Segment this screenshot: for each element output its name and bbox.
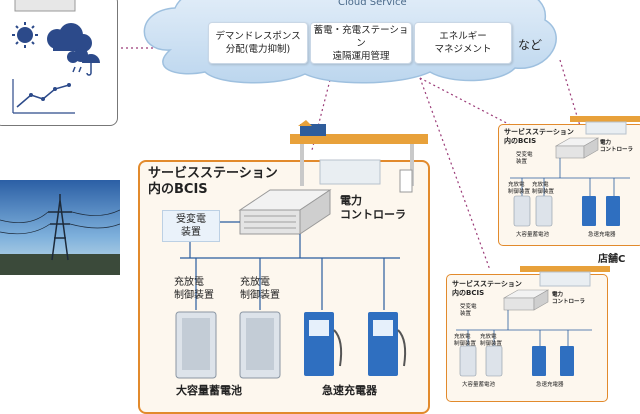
service-demand-response: デマンドレスポンス 分配(電力抑制) bbox=[208, 22, 308, 64]
label-line: 制御装置 bbox=[532, 189, 555, 195]
label-line: 制御装置 bbox=[480, 341, 503, 347]
store-c-title: サービスステーション 内のBCIS bbox=[504, 128, 574, 146]
label-line: 充放電 bbox=[508, 182, 525, 188]
label-line: 受変電 bbox=[516, 152, 533, 158]
power-grid-photo bbox=[0, 180, 120, 275]
label-line: 制御装置 bbox=[174, 290, 214, 301]
label-line: 制御装置 bbox=[508, 189, 531, 195]
battery-unit-icon bbox=[175, 311, 217, 379]
cloud-icon bbox=[47, 23, 92, 52]
battery-label: 大容量蓄電池 bbox=[516, 232, 550, 238]
label-line: コントローラ bbox=[600, 147, 634, 153]
weather-illustration bbox=[12, 0, 100, 114]
label-line: 受変電 bbox=[460, 304, 477, 310]
service-remote-management: 蓄電・充電ステーション 遠隔運用管理 bbox=[310, 22, 412, 64]
cloud-title: Cloud Service bbox=[338, 0, 407, 8]
gas-station-illustration bbox=[290, 120, 428, 193]
label-line: コントローラ bbox=[340, 208, 406, 221]
power-controller-label: 電力 コントローラ bbox=[552, 292, 585, 306]
power-controller-server-icon bbox=[502, 289, 550, 311]
fast-charger-icon bbox=[560, 346, 574, 376]
service-line: エネルギー bbox=[439, 31, 487, 42]
title-line: サービスステーション bbox=[504, 128, 574, 136]
charger-control-label: 充放電 制御装置 bbox=[532, 182, 554, 196]
store-c-diagram bbox=[510, 116, 640, 227]
label-line: 装置 bbox=[460, 311, 472, 317]
line-graph-icon bbox=[12, 79, 75, 114]
label-line: 充放電 bbox=[532, 182, 549, 188]
wiring bbox=[510, 158, 630, 196]
gas-station-illustration bbox=[570, 116, 640, 135]
title-line: サービスステーション bbox=[452, 280, 522, 288]
fast-charger-icon bbox=[304, 312, 343, 376]
fast-charger-icon bbox=[368, 312, 407, 376]
power-controller-label: 電力 コントローラ bbox=[600, 140, 633, 154]
fast-charger-label: 急速充電器 bbox=[322, 384, 377, 397]
battery-unit-icon bbox=[459, 345, 477, 377]
fast-charger-icon bbox=[532, 346, 546, 376]
service-line: 蓄電・充電ステーション bbox=[313, 24, 409, 49]
fast-charger-label: 急速充電器 bbox=[588, 232, 616, 238]
label-line: コントローラ bbox=[552, 299, 586, 305]
server-unit-icon bbox=[14, 0, 76, 12]
fast-charger-icon bbox=[582, 196, 596, 226]
service-energy-management: エネルギー マネジメント bbox=[414, 22, 512, 64]
weather-panel bbox=[0, 0, 118, 126]
label-line: 受変電 bbox=[176, 214, 206, 225]
substation-label: 受変電 装置 bbox=[516, 152, 533, 166]
label-line: 充放電 bbox=[480, 334, 497, 340]
battery-unit-icon bbox=[535, 195, 553, 227]
service-line: 遠隔運用管理 bbox=[332, 50, 390, 62]
power-controller-label: 電力 コントローラ bbox=[340, 194, 406, 222]
title-line: 内のBCIS bbox=[504, 137, 537, 145]
title-line: 内のBCIS bbox=[452, 289, 485, 297]
service-line: マネジメント bbox=[434, 44, 492, 55]
gas-station-illustration bbox=[520, 266, 610, 287]
wiring bbox=[180, 221, 400, 310]
title-line: 内のBCIS bbox=[148, 182, 208, 197]
main-panel-title: サービスステーション 内のBCIS bbox=[148, 166, 278, 198]
service-line: 分配(電力抑制) bbox=[225, 44, 291, 55]
power-controller-server-icon bbox=[554, 137, 600, 159]
substation-label: 受変電 装置 bbox=[460, 304, 477, 318]
transmission-tower-icon bbox=[48, 194, 72, 261]
label-line: 充放電 bbox=[454, 334, 471, 340]
charger-control-label: 充放電 制御装置 bbox=[480, 334, 502, 348]
main-station-diagram bbox=[175, 120, 428, 379]
battery-unit-icon bbox=[239, 311, 281, 379]
battery-unit-icon bbox=[485, 345, 503, 377]
charger-control-label: 充放電 制御装置 bbox=[174, 276, 214, 302]
etc-label: など bbox=[518, 38, 543, 52]
label-line: 電力 bbox=[340, 194, 362, 207]
label-line: 制御装置 bbox=[240, 290, 280, 301]
store-d-title: サービスステーション 内のBCIS bbox=[452, 280, 522, 298]
label-line: 制御装置 bbox=[454, 341, 477, 347]
label-line: 電力 bbox=[600, 140, 612, 146]
power-controller-server-icon bbox=[238, 189, 332, 235]
title-line: サービスステーション bbox=[148, 166, 278, 181]
label-line: 装置 bbox=[516, 159, 528, 165]
label-line: 装置 bbox=[181, 227, 201, 238]
battery-label: 大容量蓄電池 bbox=[176, 384, 242, 397]
label-line: 電力 bbox=[552, 292, 564, 298]
service-line: デマンドレスポンス bbox=[215, 31, 301, 42]
fast-charger-label: 急速充電器 bbox=[536, 382, 564, 388]
umbrella-icon bbox=[82, 54, 100, 76]
store-d-diagram bbox=[456, 266, 610, 377]
battery-label: 大容量蓄電池 bbox=[462, 382, 496, 388]
substation-label: 受変電 装置 bbox=[162, 210, 220, 242]
label-line: 充放電 bbox=[174, 277, 204, 288]
charger-control-label: 充放電 制御装置 bbox=[508, 182, 530, 196]
label-line: 充放電 bbox=[240, 277, 270, 288]
charger-control-label: 充放電 制御装置 bbox=[454, 334, 476, 348]
fast-charger-icon bbox=[606, 196, 620, 226]
store-c-label: 店舗C bbox=[598, 254, 626, 265]
wiring bbox=[456, 310, 592, 346]
charger-control-label: 充放電 制御装置 bbox=[240, 276, 280, 302]
battery-unit-icon bbox=[513, 195, 531, 227]
sun-icon bbox=[12, 22, 38, 48]
